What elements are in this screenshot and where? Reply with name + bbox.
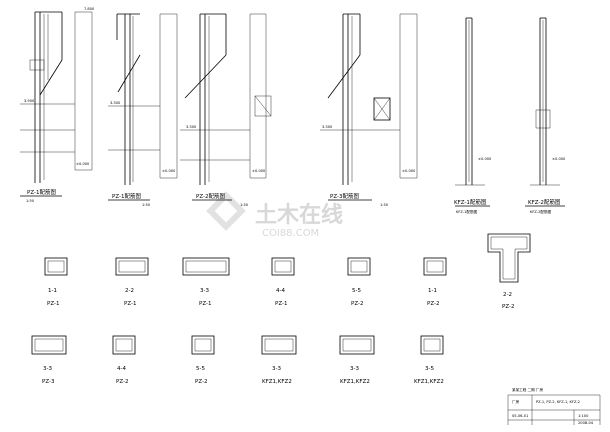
elevation-5-label: KFZ-1配筋图 <box>454 198 487 206</box>
section-r1-1-name: PZ-1 <box>47 301 59 307</box>
elevation-2-label: PZ-1配筋图 <box>112 192 141 200</box>
elevation-2: 3.300 ±0.000 PZ-1配筋图 1:50 <box>108 13 178 207</box>
section-r1-3-name: PZ-1 <box>199 301 211 307</box>
elevation-5-sub: KFZ-1配筋图 <box>456 209 478 214</box>
section-r1-4-cut: 4-4 <box>276 288 285 294</box>
title-block-line1: 某某工程 二期 厂房 <box>512 387 543 392</box>
title-block: 某某工程 二期 厂房 厂房 PZ-1, PZ-2, KFZ-1, KFZ-2 1… <box>507 387 601 425</box>
section-r1-2: 2-2 PZ-1 <box>115 257 149 307</box>
section-r1-1-cut: 1-1 <box>48 288 57 294</box>
section-r1-4: 4-4 PZ-1 <box>271 257 295 307</box>
svg-text:3.300: 3.300 <box>110 101 121 105</box>
elevation-1-sub: 1:50 <box>26 199 35 203</box>
title-block-number: 05-06-01 <box>512 414 528 418</box>
section-r2-5-cut: 3-3 <box>350 366 359 372</box>
svg-text:±0.000: ±0.000 <box>402 169 416 173</box>
section-r2-1-cut: 3-3 <box>43 366 52 372</box>
elevation-2-sub: 1:50 <box>142 203 151 207</box>
section-r1-4-name: PZ-1 <box>275 301 287 307</box>
svg-text:±0.000: ±0.000 <box>552 157 566 161</box>
watermark: 土木在线 COI88.COM <box>206 191 343 239</box>
watermark-text-en: COI88.COM <box>262 228 319 239</box>
section-r2-2: 4-4 PZ-2 <box>112 335 136 385</box>
svg-text:±0.000: ±0.000 <box>76 162 90 166</box>
section-r2-1: 3-3 PZ-3 <box>31 335 67 385</box>
elevation-6-sub: KFZ-2配筋图 <box>530 209 552 214</box>
section-r1-7: 2-2 PZ-2 <box>487 233 531 310</box>
svg-text:3.900: 3.900 <box>24 99 35 103</box>
section-r1-7-name: PZ-2 <box>502 304 514 310</box>
section-r1-7-cut: 2-2 <box>503 292 512 298</box>
section-r2-6-cut: 3-5 <box>425 366 434 372</box>
section-r1-5-name: PZ-2 <box>351 301 363 307</box>
section-r1-3-cut: 3-3 <box>200 288 209 294</box>
sections-row-1: 1-1 PZ-1 2-2 PZ-1 3-3 PZ-1 4-4 PZ-1 <box>44 233 531 310</box>
elevation-3-label: PZ-2配筋图 <box>196 192 225 200</box>
elevation-1: 3.900 ±0.000 7.800 PZ-1配筋图 1:50 <box>20 7 95 203</box>
watermark-logo <box>206 191 246 231</box>
elevation-6-label: KFZ-2配筋图 <box>528 198 561 206</box>
section-r1-6: 1-1 PZ-2 <box>423 257 447 307</box>
section-r1-6-name: PZ-2 <box>427 301 439 307</box>
section-r1-6-cut: 1-1 <box>428 288 437 294</box>
section-r1-1: 1-1 PZ-1 <box>44 257 68 307</box>
section-r1-2-name: PZ-1 <box>124 301 136 307</box>
section-r2-4: 3-3 KFZ1,KFZ2 <box>261 335 297 385</box>
section-r1-3: 3-3 PZ-1 <box>182 257 230 307</box>
sections-row-2: 3-3 PZ-3 4-4 PZ-2 5-5 PZ-2 3-3 KFZ1,KFZ2 <box>31 335 444 385</box>
svg-text:±0.000: ±0.000 <box>478 157 492 161</box>
elevation-6: ±0.000 KFZ-2配筋图 KFZ-2配筋图 <box>525 17 566 214</box>
svg-text:3.300: 3.300 <box>322 125 333 129</box>
svg-text:3.300: 3.300 <box>186 125 197 129</box>
watermark-text-cn: 土木在线 <box>255 202 343 228</box>
title-block-line2: 厂房 <box>512 399 520 404</box>
section-r2-6-name: KFZ1,KFZ2 <box>414 379 444 385</box>
elevation-3: 3.300 ±0.000 PZ-2配筋图 1:50 <box>180 13 272 207</box>
elevation-3-sub: 1:50 <box>240 203 249 207</box>
section-r2-3-name: PZ-2 <box>195 379 207 385</box>
section-r2-5-name: KFZ1,KFZ2 <box>340 379 370 385</box>
section-r2-4-cut: 3-3 <box>272 366 281 372</box>
section-r2-4-name: KFZ1,KFZ2 <box>262 379 292 385</box>
section-r2-3-cut: 5-5 <box>196 366 205 372</box>
section-r1-2-cut: 2-2 <box>125 288 134 294</box>
elevation-1-label: PZ-1配筋图 <box>27 188 56 196</box>
elevation-4: 3.300 ±0.000 PZ-3配筋图 1:50 <box>320 13 418 207</box>
section-r2-5: 3-3 KFZ1,KFZ2 <box>339 335 375 385</box>
section-r2-2-name: PZ-2 <box>116 379 128 385</box>
elevation-5: ±0.000 KFZ-1配筋图 KFZ-1配筋图 <box>454 17 492 214</box>
section-r2-6: 3-5 KFZ1,KFZ2 <box>414 335 444 385</box>
section-r2-1-name: PZ-3 <box>42 379 55 385</box>
elevation-4-sub: 1:50 <box>380 203 389 207</box>
svg-text:7.800: 7.800 <box>84 7 95 11</box>
title-block-line3: PZ-1, PZ-2, KFZ-1, KFZ-2 <box>536 400 580 404</box>
title-block-date: 2008-04 <box>578 421 594 425</box>
svg-text:±0.000: ±0.000 <box>162 169 176 173</box>
section-r2-2-cut: 4-4 <box>117 366 126 372</box>
section-r1-5: 5-5 PZ-2 <box>347 257 371 307</box>
svg-text:±0.000: ±0.000 <box>252 169 266 173</box>
elevation-4-label: PZ-3配筋图 <box>330 192 359 200</box>
section-r1-5-cut: 5-5 <box>352 288 361 294</box>
section-r2-3: 5-5 PZ-2 <box>191 335 215 385</box>
title-block-scale: 1:100 <box>578 414 589 418</box>
